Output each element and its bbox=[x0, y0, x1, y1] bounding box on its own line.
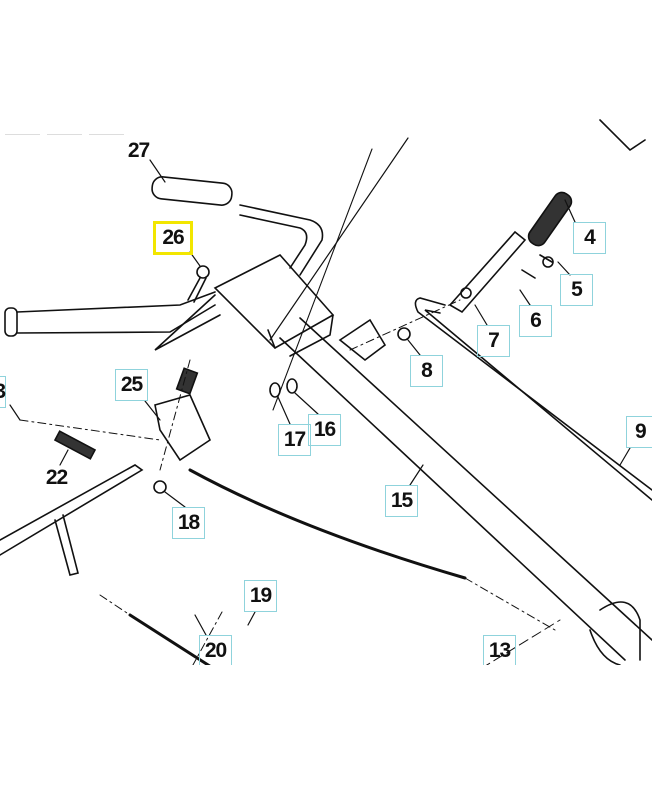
washers bbox=[269, 378, 298, 398]
handlebar bbox=[4, 176, 324, 351]
callout-9[interactable]: 9 bbox=[626, 416, 652, 448]
callout-19[interactable]: 19 bbox=[244, 580, 277, 612]
callout-22: 22 bbox=[45, 466, 68, 489]
divider bbox=[5, 134, 40, 135]
bracket-25 bbox=[19, 359, 212, 494]
callout-8[interactable]: 8 bbox=[410, 355, 443, 387]
leader-lines bbox=[9, 159, 631, 636]
top-right-part bbox=[599, 119, 646, 152]
callout-4[interactable]: 4 bbox=[573, 222, 606, 254]
callout-3[interactable]: 3 bbox=[0, 376, 6, 408]
callout-16[interactable]: 16 bbox=[308, 414, 341, 446]
handle-tube bbox=[269, 137, 652, 661]
rod bbox=[349, 297, 652, 501]
spring-22 bbox=[53, 430, 97, 460]
callout-27: 27 bbox=[127, 139, 150, 162]
divider bbox=[89, 134, 124, 135]
blank-margin bbox=[0, 665, 652, 800]
callout-15[interactable]: 15 bbox=[385, 485, 418, 517]
screw-26 bbox=[187, 265, 210, 303]
callout-5[interactable]: 5 bbox=[560, 274, 593, 306]
left-rod bbox=[0, 464, 144, 576]
lower-assembly bbox=[589, 601, 641, 666]
callout-6[interactable]: 6 bbox=[519, 305, 552, 337]
callout-7[interactable]: 7 bbox=[477, 325, 510, 357]
callout-13[interactable]: 13 bbox=[483, 635, 516, 665]
callout-25[interactable]: 25 bbox=[115, 369, 148, 401]
callout-20[interactable]: 20 bbox=[199, 635, 232, 665]
handle-bracket bbox=[213, 254, 387, 362]
cable bbox=[188, 468, 467, 580]
divider bbox=[47, 134, 82, 135]
callout-26-selected[interactable]: 26 bbox=[153, 221, 193, 255]
callout-18[interactable]: 18 bbox=[172, 507, 205, 539]
callout-17[interactable]: 17 bbox=[278, 424, 311, 456]
lever bbox=[448, 191, 573, 314]
